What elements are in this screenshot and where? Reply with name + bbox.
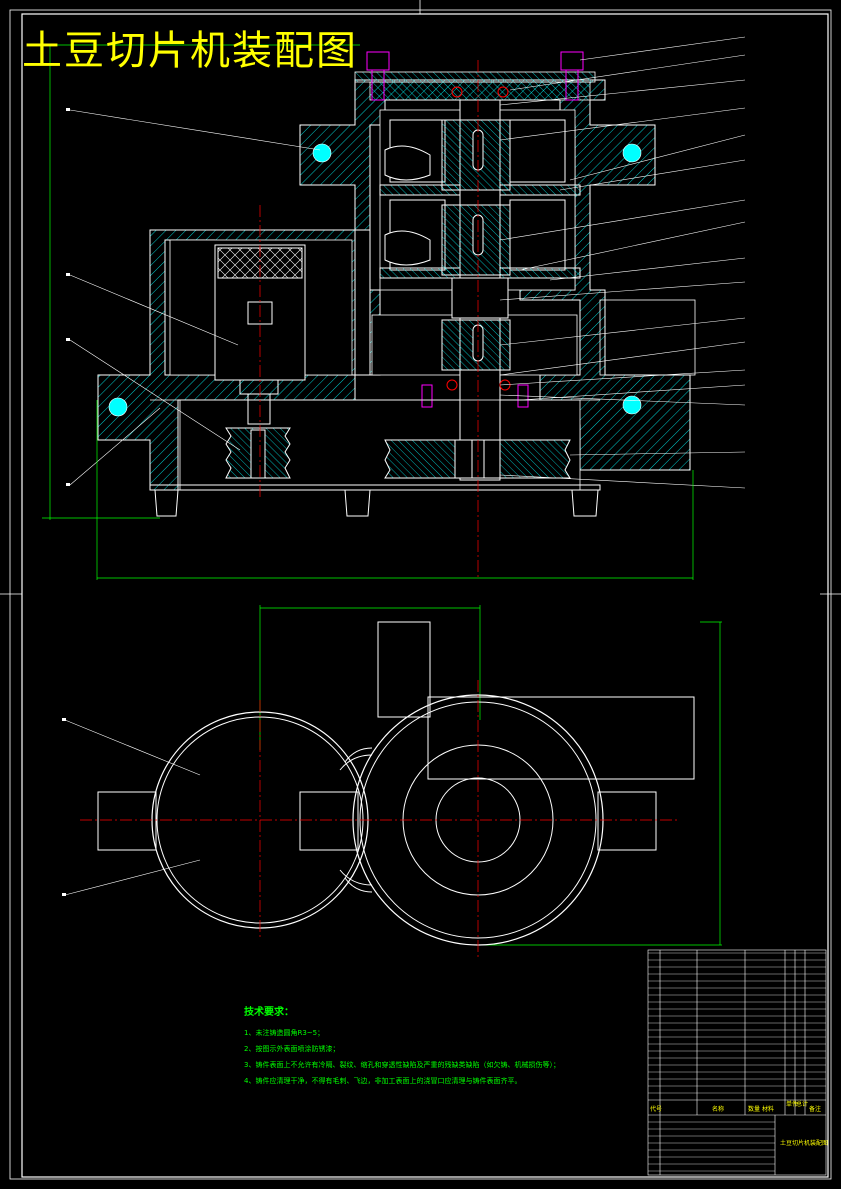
leader-lines — [64, 36, 746, 896]
col-weight: 单件 — [786, 1101, 799, 1108]
centerline — [80, 680, 680, 960]
drawing-title: 土豆切片机装配图 — [22, 28, 358, 74]
main-shaft — [441, 99, 511, 481]
dimension-lines — [42, 44, 722, 946]
top-view — [80, 621, 695, 960]
col-name: 名称 — [712, 1106, 725, 1113]
label-marks — [62, 108, 70, 896]
tech-requirements: 技术要求： 1、未注铸造圆角R3~5； 2、按图示外表面喷涂防锈漆； 3、铸件表… — [244, 1005, 560, 1089]
bearing — [446, 86, 511, 391]
front-section-view — [42, 36, 746, 946]
col-qty: 数量 — [748, 1106, 761, 1113]
title-block-drawing-name: 土豆切片机装配图 — [780, 1140, 829, 1147]
parts-list-rows — [648, 952, 826, 1172]
col-total: 总计 — [796, 1101, 809, 1108]
tech-requirements-heading: 技术要求： — [244, 1007, 294, 1018]
tech-requirement-item: 3、铸件表面上不允许有冷隔、裂纹、缩孔和穿透性缺陷及严重的残缺类缺陷（如欠铸、机… — [244, 1061, 560, 1069]
shaft-pulley — [384, 439, 571, 479]
col-part: 代号 — [650, 1106, 663, 1113]
col-note: 备注 — [809, 1106, 822, 1113]
base-feet — [149, 484, 601, 517]
col-material: 材料 — [762, 1106, 775, 1113]
centerline — [259, 60, 479, 580]
motor-pulley — [225, 427, 291, 479]
tech-requirement-item: 1、未注铸造圆角R3~5； — [244, 1029, 325, 1037]
tech-requirement-item: 4、铸件应清理干净，不得有毛刺、飞边，非加工表面上的浇冒口应清理与铸件表面齐平。 — [244, 1077, 522, 1085]
parts-list — [647, 949, 827, 1176]
tech-requirement-item: 2、按图示外表面喷涂防锈漆； — [244, 1045, 340, 1053]
